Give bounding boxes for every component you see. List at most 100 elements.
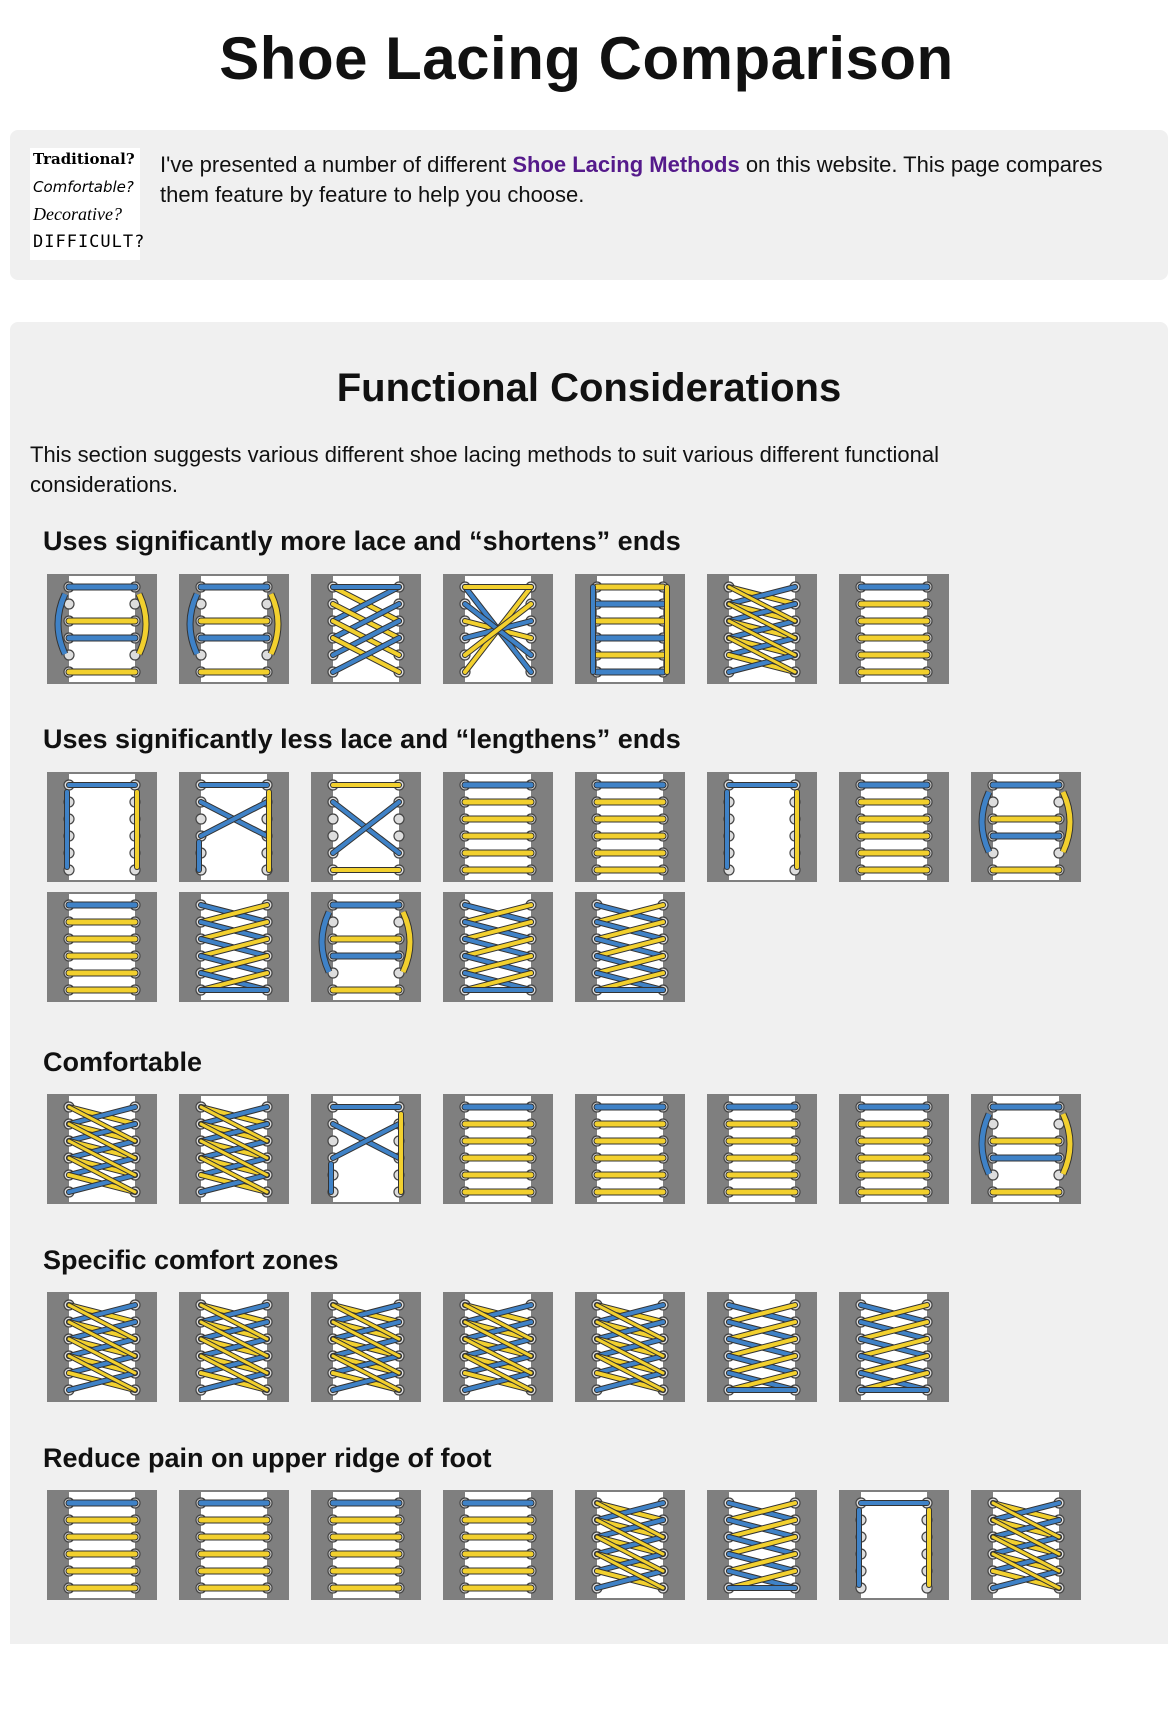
lacing-method-tile[interactable] (443, 1094, 553, 1204)
army-lacing-icon (47, 892, 157, 1002)
bow-tie-lacing-icon (575, 1490, 685, 1600)
display-shoe-lacing-icon (839, 1490, 949, 1600)
lacing-method-tile[interactable] (47, 1292, 157, 1402)
lattice-lacing-icon (311, 574, 421, 684)
intro-text-before: I've presented a number of different (160, 152, 513, 177)
intro-logo: Traditional? Comfortable? Decorative? DI… (30, 148, 144, 260)
group-heading-comfortable: Comfortable (43, 1047, 203, 1077)
lacing-method-tile[interactable] (575, 574, 685, 684)
shoe-lacing-methods-link[interactable]: Shoe Lacing Methods (512, 152, 740, 177)
shoe-shop-lacing-icon (575, 772, 685, 882)
lightning-lacing-icon (707, 1094, 817, 1204)
lacing-method-tile[interactable] (443, 574, 553, 684)
lacing-method-tile[interactable] (443, 1490, 553, 1600)
lacing-method-tile[interactable] (839, 1094, 949, 1204)
straight-european-lacing-icon (443, 772, 553, 882)
lacing-method-tile[interactable] (179, 1292, 289, 1402)
lacing-method-tile[interactable] (47, 1094, 157, 1204)
lacing-method-tile[interactable] (443, 772, 553, 882)
over-under-lacing-icon (179, 1094, 289, 1204)
lacing-method-tile[interactable] (575, 1292, 685, 1402)
double-back-lacing-icon (179, 574, 289, 684)
spider-web-lacing-icon (575, 892, 685, 1002)
page-title: Shoe Lacing Comparison (219, 25, 954, 92)
group-heading-comfort-zones: Specific comfort zones (43, 1245, 339, 1275)
lacing-method-tile[interactable] (575, 1094, 685, 1204)
lacing-method-tile[interactable] (707, 574, 817, 684)
lacing-method-tile[interactable] (47, 1490, 157, 1600)
lacing-method-tile[interactable] (443, 1292, 553, 1402)
lacing-method-tile[interactable] (839, 1490, 949, 1600)
lacing-method-tile[interactable] (575, 892, 685, 1002)
group-tiles-upper-ridge (47, 1490, 1147, 1730)
hash-lacing-icon (707, 1490, 817, 1600)
lacing-method-tile[interactable] (575, 772, 685, 882)
criss-cross-lacing-icon (179, 892, 289, 1002)
lacing-method-tile[interactable] (311, 892, 421, 1002)
lacing-method-tile[interactable] (311, 1490, 421, 1600)
lacing-method-tile[interactable] (707, 1490, 817, 1600)
lacing-method-tile[interactable] (179, 574, 289, 684)
gap-lacing-icon (47, 1292, 157, 1402)
lacing-method-tile[interactable] (707, 772, 817, 882)
group-heading-more-lace: Uses significantly more lace and “shorte… (43, 526, 681, 556)
intro-text: I've presented a number of different Sho… (160, 150, 1120, 210)
lightning-lacing-icon (839, 772, 949, 882)
lacing-method-tile[interactable] (311, 574, 421, 684)
over-under-lacing-icon (443, 892, 553, 1002)
window-lacing-icon (443, 1292, 553, 1402)
star-lacing-icon (443, 574, 553, 684)
lacing-method-tile[interactable] (839, 1292, 949, 1402)
lacing-method-tile[interactable] (179, 1094, 289, 1204)
lacing-method-tile[interactable] (47, 772, 157, 882)
section-description: This section suggests various different … (30, 442, 940, 497)
segmented-lacing-icon (707, 772, 817, 882)
lightning-lacing-icon (311, 1490, 421, 1600)
group-heading-less-lace: Uses significantly less lace and “length… (43, 724, 681, 754)
lacing-method-tile[interactable] (179, 1490, 289, 1600)
lacing-method-tile[interactable] (47, 892, 157, 1002)
double-helix-lacing-icon (47, 574, 157, 684)
intro-text-after: on this website. This page compares them… (160, 152, 1103, 207)
lacing-method-tile[interactable] (971, 772, 1081, 882)
lacing-method-tile[interactable] (839, 574, 949, 684)
lacing-method-tile[interactable] (311, 1292, 421, 1402)
lacing-method-tile[interactable] (179, 772, 289, 882)
lattice-lacing-icon (971, 1490, 1081, 1600)
lacing-method-tile[interactable] (707, 1094, 817, 1204)
group-tiles-more-lace (47, 574, 1147, 814)
shoe-shop-lacing-icon (179, 1490, 289, 1600)
lacing-method-tile[interactable] (575, 1490, 685, 1600)
straight-european-lacing-icon (443, 1094, 553, 1204)
ladder-lacing-icon (311, 1292, 421, 1402)
lacing-method-tile[interactable] (47, 574, 157, 684)
group-tiles-comfortable (47, 1094, 1147, 1334)
bow-tie-lacing-icon (179, 772, 289, 882)
intro-box: Traditional? Comfortable? Decorative? DI… (10, 130, 1168, 280)
lacing-method-tile[interactable] (971, 1094, 1081, 1204)
zig-zag-lacing-icon (179, 1292, 289, 1402)
hidden-knot-lacing-icon (971, 772, 1081, 882)
gap-lacing-icon (311, 892, 421, 1002)
straight-bar-lacing-icon (839, 1094, 949, 1204)
section-heading: Functional Considerations (336, 366, 842, 410)
display-shoe-lacing-icon (47, 772, 157, 882)
lacing-method-tile[interactable] (971, 1490, 1081, 1600)
logo-word-comfortable: Comfortable? (33, 178, 134, 196)
lacing-method-tile[interactable] (443, 892, 553, 1002)
bow-tie-lacing-icon (707, 1292, 817, 1402)
lacing-method-tile[interactable] (179, 892, 289, 1002)
lacing-method-tile[interactable] (707, 1292, 817, 1402)
straight-european-lacing-icon (47, 1490, 157, 1600)
lacing-method-tile[interactable] (839, 772, 949, 882)
shoe-shop-lacing-icon (575, 1094, 685, 1204)
group-heading-upper-ridge: Reduce pain on upper ridge of foot (43, 1443, 492, 1473)
group-tiles-less-lace (47, 772, 1147, 1012)
hidden-knot-lacing-icon (971, 1094, 1081, 1204)
lacing-method-tile[interactable] (311, 1094, 421, 1204)
functional-considerations-section: Functional Considerations This section s… (10, 322, 1168, 1644)
knot-lacing-icon (575, 1292, 685, 1402)
lacing-method-tile[interactable] (311, 772, 421, 882)
bow-tie-lacing-icon (311, 1094, 421, 1204)
logo-word-traditional: Traditional? (33, 150, 135, 168)
